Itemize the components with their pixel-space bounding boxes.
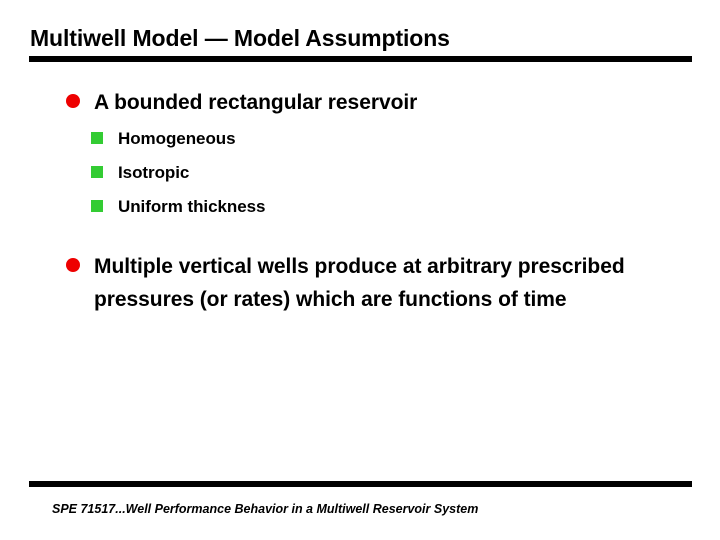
slide-title: Multiwell Model — Model Assumptions	[30, 25, 450, 51]
sub-assumptions-list: Homogeneous Isotropic Uniform thickness	[0, 122, 720, 224]
green-square-bullet-icon	[91, 166, 103, 178]
list-item-level2-label: Isotropic	[118, 163, 190, 182]
list-item-level2-label: Homogeneous	[118, 129, 236, 148]
footer-divider-rule	[29, 481, 692, 487]
list-item-level1-label: A bounded rectangular reservoir	[94, 91, 418, 114]
title-divider-rule	[29, 56, 692, 62]
list-item-level1: A bounded rectangular reservoir	[0, 86, 720, 119]
list-item-level2: Homogeneous	[0, 122, 720, 156]
list-item-level1-label: Multiple vertical wells produce at arbit…	[94, 255, 625, 311]
list-item-level2-label: Uniform thickness	[118, 197, 266, 216]
assumptions-list: A bounded rectangular reservoir Homogene…	[0, 86, 720, 316]
red-circle-bullet-icon	[66, 94, 80, 108]
green-square-bullet-icon	[91, 200, 103, 212]
list-spacer	[0, 224, 720, 250]
list-item-level1: Multiple vertical wells produce at arbit…	[0, 250, 720, 316]
red-circle-bullet-icon	[66, 258, 80, 272]
list-item-level2: Uniform thickness	[0, 190, 720, 224]
list-item-level2: Isotropic	[0, 156, 720, 190]
green-square-bullet-icon	[91, 132, 103, 144]
slide-footer: SPE 71517...Well Performance Behavior in…	[52, 502, 479, 516]
